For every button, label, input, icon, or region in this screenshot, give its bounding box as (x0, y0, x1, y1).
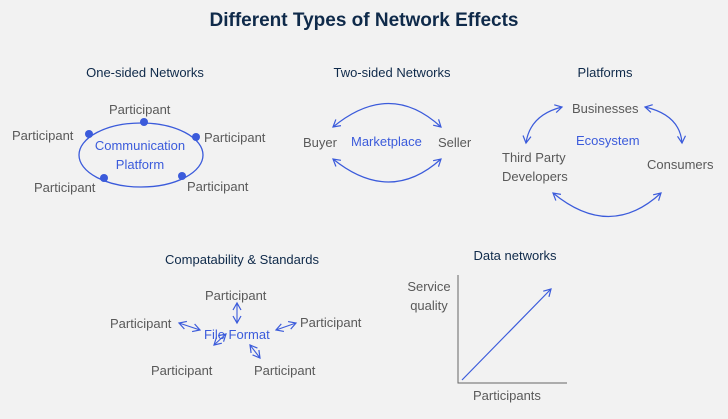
two-way-arrow (332, 102, 442, 128)
participant-label: Participant (254, 363, 316, 378)
two-way-arrow (274, 320, 298, 333)
growth-arrow (461, 288, 552, 381)
file-format-label: File Format (204, 327, 270, 342)
participant-node (85, 130, 93, 138)
participant-node (100, 174, 108, 182)
section-heading-data-networks: Data networks (473, 248, 557, 263)
participant-label: Participant (109, 102, 171, 117)
section-heading-platforms: Platforms (577, 65, 633, 80)
two-way-arrow (643, 104, 687, 145)
participant-label: Participant (187, 179, 249, 194)
two-way-arrow (552, 192, 662, 218)
two-way-arrow (249, 344, 261, 359)
participant-node (140, 118, 148, 126)
two-way-arrow (213, 333, 227, 346)
two-way-arrow (332, 158, 442, 183)
section-heading-one-sided: One-sided Networks (86, 65, 204, 80)
x-axis-label: Participants (473, 388, 541, 403)
section-heading-two-sided: Two-sided Networks (333, 65, 451, 80)
marketplace-label: Marketplace (351, 134, 422, 149)
participant-node (192, 133, 200, 141)
ecosystem-label: Ecosystem (576, 133, 640, 148)
buyer-label: Buyer (303, 135, 337, 150)
two-way-arrow (522, 104, 564, 145)
page-title: Different Types of Network Effects (209, 10, 519, 31)
third-party-label: Third Party (502, 150, 566, 165)
y-axis-label-quality: quality (410, 298, 448, 313)
section-heading-compatibility: Compatability & Standards (165, 252, 319, 267)
participant-label: Participant (34, 180, 96, 195)
hub-label-platform: Platform (115, 157, 165, 172)
hub-label-communication: Communication (94, 138, 186, 153)
participant-label: Participant (300, 315, 362, 330)
developers-label: Developers (502, 169, 568, 184)
participant-label: Participant (205, 288, 267, 303)
participant-label: Participant (12, 128, 74, 143)
y-axis-label-service: Service (407, 279, 451, 294)
chart-axes (457, 275, 567, 384)
consumers-label: Consumers (647, 157, 714, 172)
two-way-arrow (177, 320, 202, 333)
seller-label: Seller (438, 135, 472, 150)
businesses-label: Businesses (572, 101, 639, 116)
participant-node (178, 172, 186, 180)
participant-label: Participant (204, 130, 266, 145)
participant-label: Participant (110, 316, 172, 331)
participant-label: Participant (151, 363, 213, 378)
